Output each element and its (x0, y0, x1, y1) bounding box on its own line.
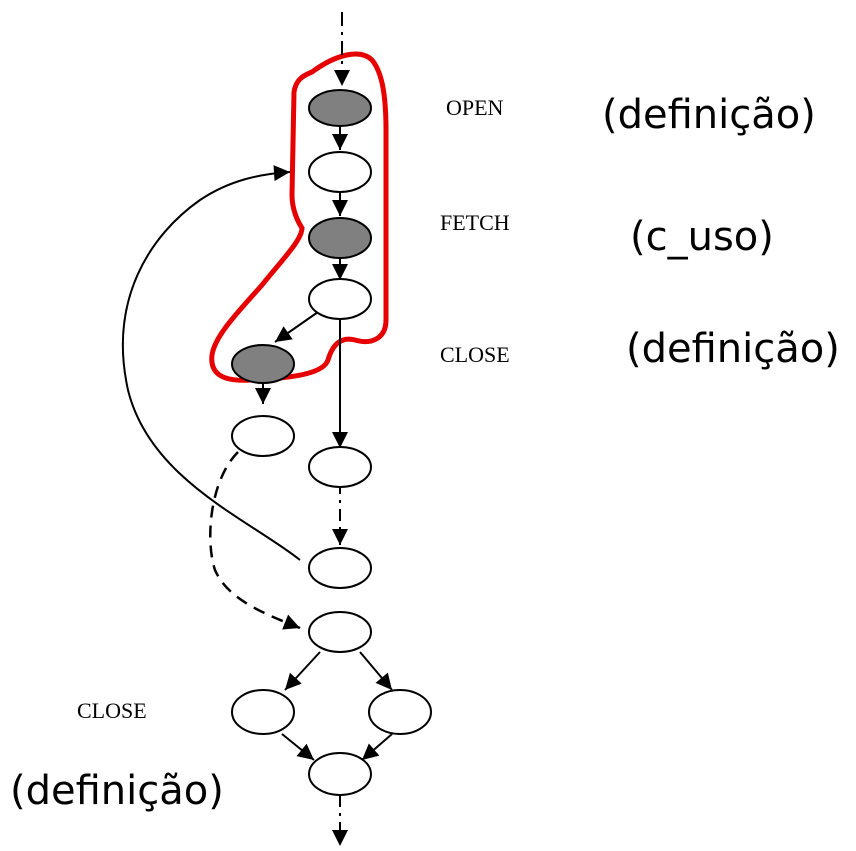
edge-11-12 (361, 733, 393, 761)
node-10 (231, 689, 295, 735)
node-fetch (308, 217, 372, 259)
edge-9-10 (284, 651, 321, 691)
node-8 (308, 547, 372, 589)
node-close (231, 344, 295, 384)
node-9 (308, 611, 372, 653)
node-6 (231, 415, 295, 457)
label-fetch: FETCH (440, 210, 510, 235)
annotation-def-close-left: (definição) (10, 768, 224, 814)
label-open: OPEN (446, 95, 504, 120)
edge-4-5 (274, 311, 319, 343)
edge-10-12 (281, 733, 315, 761)
node-open (308, 89, 372, 127)
node-7 (308, 446, 372, 488)
edge-loop-back (121, 165, 301, 561)
node-4 (308, 278, 372, 320)
label-close-left: CLOSE (77, 698, 147, 723)
annotation-cuso-fetch: (c_uso) (630, 214, 774, 260)
edge-6-9 (209, 451, 301, 630)
annotation-def-close-right: (definição) (626, 326, 840, 372)
node-2 (308, 151, 372, 193)
edge-9-11 (359, 651, 393, 691)
label-close-right: CLOSE (440, 342, 510, 367)
node-11 (368, 689, 432, 735)
node-12 (308, 752, 372, 796)
annotation-def-open: (definição) (602, 92, 816, 138)
